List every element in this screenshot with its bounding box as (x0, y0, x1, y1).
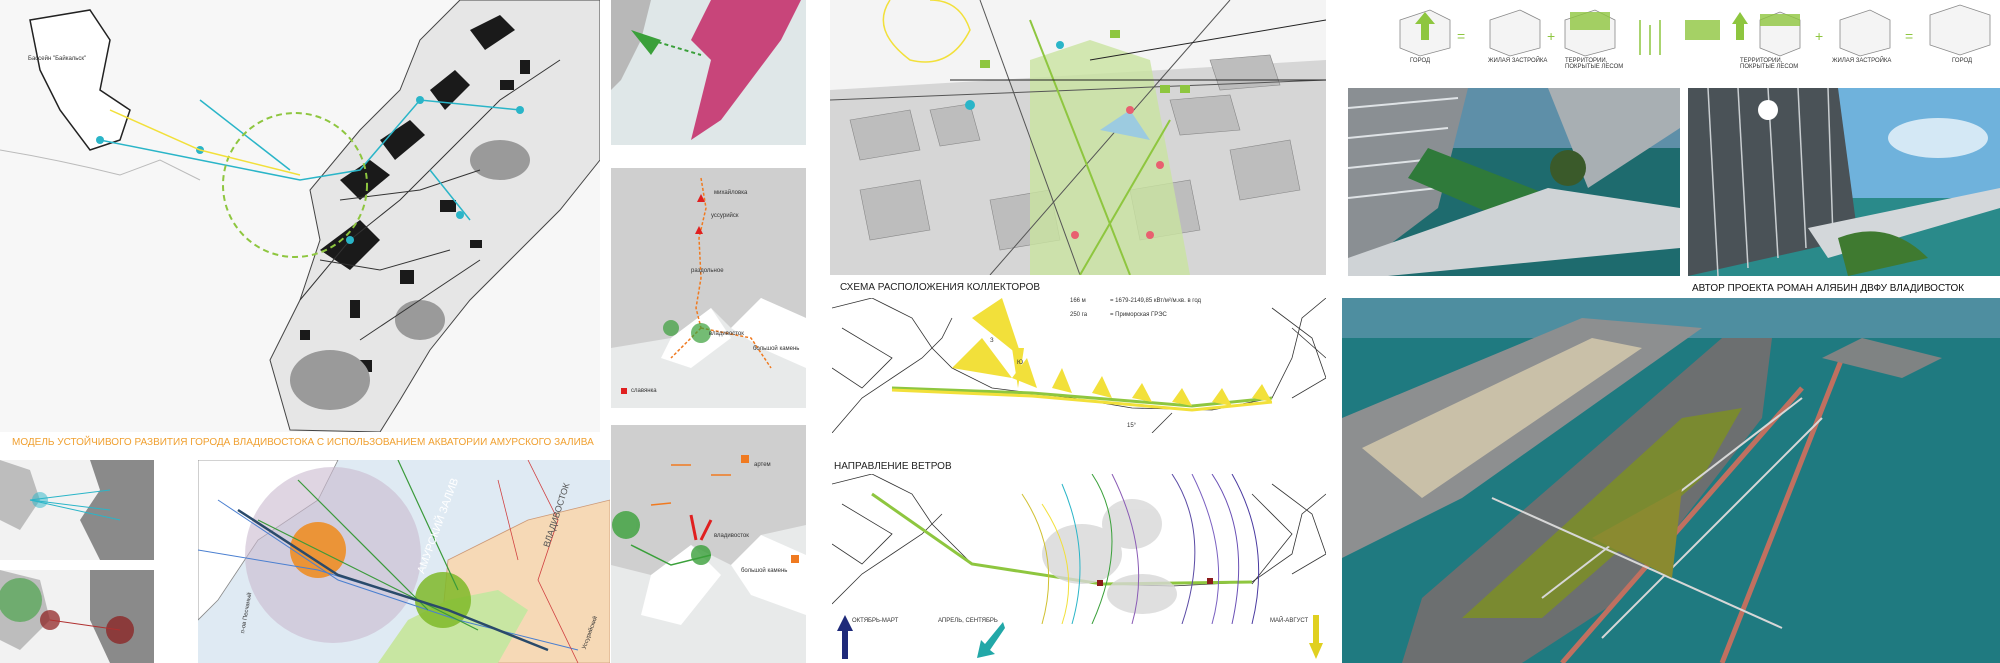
mini-map-2 (0, 570, 154, 663)
render-1-drawing (1348, 88, 1680, 276)
winds-legend-3: МАЙ-АВГУСТ (1270, 618, 1309, 624)
route-map-drawing (611, 168, 806, 394)
city-3d-model (830, 0, 1326, 275)
concept-label-2: ЖИЛАЯ ЗАСТРОЙКА (1488, 58, 1548, 64)
winds-title: НАПРАВЛЕНИЕ ВЕТРОВ (834, 461, 952, 472)
concept-drawing (1399, 4, 1991, 57)
collectors-legend-text-2: = Приморская ГРЭС (1110, 312, 1167, 318)
collectors-legend-prefix-2: 250 га (1070, 312, 1088, 318)
regional-map-drawing (198, 460, 610, 663)
route-legend: славянка (631, 388, 657, 394)
winds-drawing (832, 474, 1326, 624)
concept-op-1: = (1457, 28, 1466, 44)
render-2 (1688, 88, 2000, 276)
author-credit: АВТОР ПРОЕКТА РОМАН АЛЯБИН ДВФУ ВЛАДИВОС… (1692, 283, 1965, 294)
concept-label-1: ГОРОД (1410, 58, 1431, 64)
route-city-2: уссурийск (711, 213, 739, 219)
wind-map-drawing (611, 425, 806, 625)
map-label: Бассейн "Байкальск" (28, 56, 87, 62)
concept-label-5: ЖИЛАЯ ЗАСТРОЙКА (1832, 58, 1892, 64)
collectors-south: Ю (1017, 360, 1024, 366)
collectors-legend-text-1: = 1679-2149,85 кВт/м²/м.кв. в год (1110, 298, 1202, 304)
wind-city-1: артем (754, 462, 771, 468)
city-map-drawing (0, 0, 600, 432)
concept-label-6: ГОРОД (1952, 58, 1973, 64)
winds-arrow-1-icon (837, 615, 853, 659)
mini-map-2-drawing (0, 570, 154, 663)
route-map: михайловка уссурийск раздольное владивос… (611, 168, 806, 408)
collectors-title: СХЕМА РАСПОЛОЖЕНИЯ КОЛЛЕКТОРОВ (840, 282, 1041, 293)
route-city-1: михайловка (714, 190, 748, 196)
concept-label-4: ТЕРРИТОРИИ, ПОКРЫТЫЕ ЛЕСОМ (1740, 58, 1799, 70)
concept-op-2: + (1547, 28, 1556, 44)
winds-arrow-3-icon (1309, 615, 1323, 659)
pink-map (611, 0, 806, 145)
wind-city-2: владивосток (714, 533, 749, 539)
concept-label-3: ТЕРРИТОРИИ, ПОКРЫТЫЕ ЛЕСОМ (1565, 58, 1624, 70)
city-3d-drawing (830, 0, 1326, 275)
route-city-3: раздольное (691, 268, 724, 274)
concept-diagram: = + + = ГОРОД ЖИЛАЯ ЗАСТРОЙКА ТЕРРИТОРИИ… (1340, 0, 2000, 80)
winds-arrow-2-icon (977, 622, 1005, 658)
city-map: Бассейн "Байкальск" (0, 0, 600, 432)
render-3-aerial (1342, 298, 2000, 663)
main-title: МОДЕЛЬ УСТОЙЧИВОГО РАЗВИТИЯ ГОРОДА ВЛАДИ… (12, 437, 594, 448)
collectors-diagram: 15° З Ю (832, 298, 1326, 433)
mini-map-1 (0, 460, 154, 560)
collectors-north: З (990, 338, 994, 344)
regional-map: АМУРСКИЙ ЗАЛИВ ВЛАДИВОСТОК п-ов Песчаный… (198, 460, 610, 663)
render-2-drawing (1688, 88, 2000, 276)
render-1 (1348, 88, 1680, 276)
winds-legend-2: АПРЕЛЬ, СЕНТЯБРЬ (938, 618, 998, 624)
render-3-drawing (1342, 298, 2000, 663)
collectors-drawing (832, 298, 1326, 433)
route-city-4: владивосток (709, 331, 744, 337)
pink-map-drawing (611, 0, 801, 140)
route-city-5: большой камень (753, 346, 800, 352)
concept-op-3: + (1815, 28, 1824, 44)
collectors-legend-prefix-1: 166 м (1070, 298, 1086, 304)
wind-map: артем владивосток большой камень (611, 425, 806, 663)
collectors-angle: 15° (1127, 423, 1137, 429)
wind-city-3: большой камень (741, 568, 788, 574)
concept-op-4: = (1905, 28, 1914, 44)
winds-diagram (832, 474, 1326, 624)
winds-legend-1: ОКТЯБРЬ-МАРТ (852, 618, 899, 624)
mini-map-1-drawing (0, 460, 154, 560)
